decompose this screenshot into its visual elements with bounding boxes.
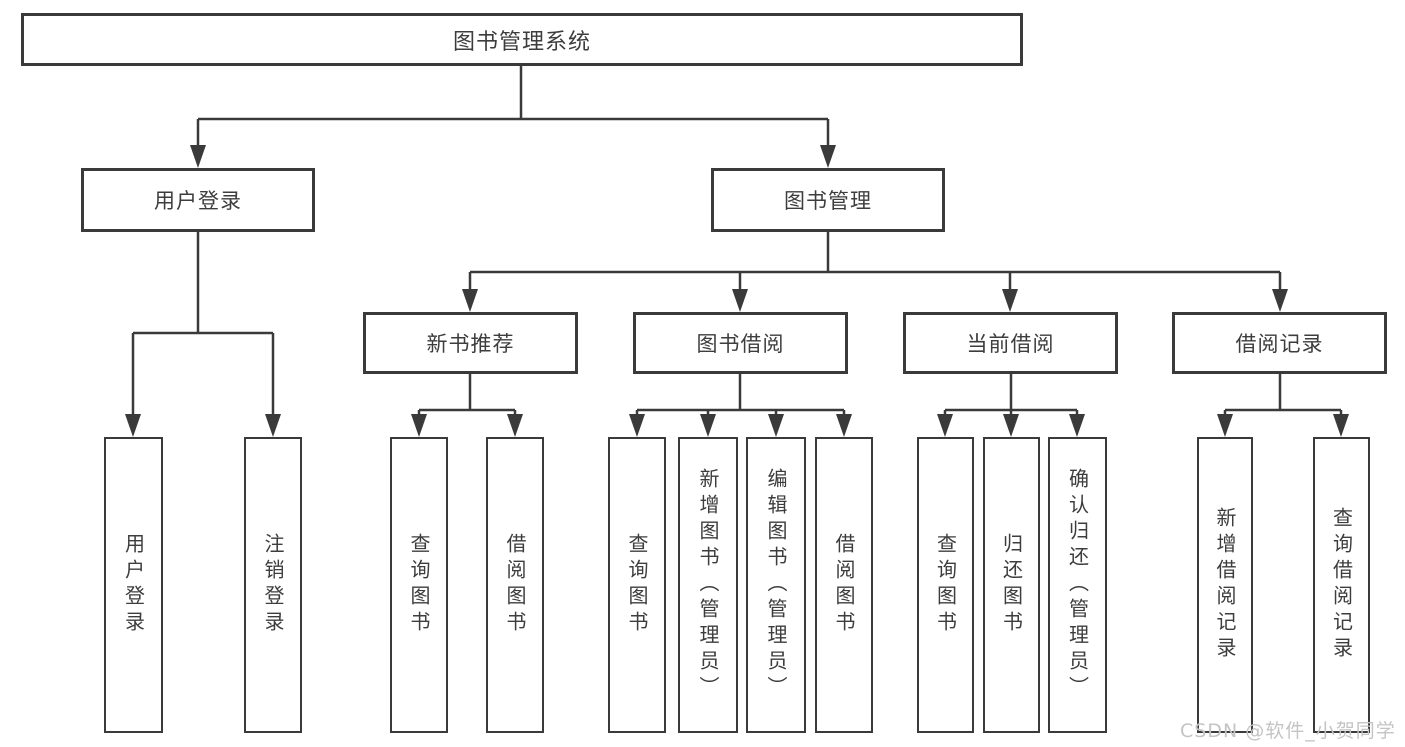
leaf-add-book-admin: 新增图书（管理员） <box>678 437 738 733</box>
csdn-watermark: CSDN @软件_小贺同学 <box>1180 720 1396 742</box>
leaf-confirm-return-admin: 确认归还（管理员） <box>1048 437 1107 733</box>
leaf-borrow-books-label: 借阅图书 <box>832 533 856 637</box>
leaf-add-borrow-record-label: 新增借阅记录 <box>1213 507 1237 663</box>
node-current-borrow-label: 当前借阅 <box>966 332 1055 356</box>
leaf-borrow-books-recommend-label: 借阅图书 <box>503 533 527 637</box>
node-current-borrow: 当前借阅 <box>903 312 1118 374</box>
leaf-return-book: 归还图书 <box>983 437 1040 733</box>
node-library-management-system: 图书管理系统 <box>21 13 1023 66</box>
node-book-management: 图书管理 <box>711 168 945 232</box>
node-book-borrow: 图书借阅 <box>633 312 848 374</box>
leaf-return-book-label: 归还图书 <box>999 533 1024 637</box>
leaf-edit-book-admin: 编辑图书（管理员） <box>746 437 806 733</box>
leaf-query-borrow-record-label: 查询借阅记录 <box>1329 507 1354 663</box>
node-book-borrow-label: 图书借阅 <box>696 332 785 356</box>
node-borrow-records-label: 借阅记录 <box>1235 332 1324 356</box>
node-root-label: 图书管理系统 <box>452 29 591 55</box>
node-user-login-label: 用户登录 <box>154 189 242 213</box>
leaf-query-books-recommend-label: 查询图书 <box>407 533 431 637</box>
leaf-query-books-borrow: 查询图书 <box>608 437 666 733</box>
leaf-query-books-current: 查询图书 <box>917 437 974 733</box>
leaf-query-borrow-record: 查询借阅记录 <box>1313 437 1370 733</box>
leaf-edit-book-admin-label: 编辑图书（管理员） <box>764 468 788 702</box>
leaf-query-books-borrow-label: 查询图书 <box>625 533 649 637</box>
leaf-query-books-current-label: 查询图书 <box>933 533 958 637</box>
leaf-query-books-recommend: 查询图书 <box>390 437 448 733</box>
arrowheads <box>125 145 1349 437</box>
node-new-book-recommend-label: 新书推荐 <box>426 332 515 356</box>
node-book-management-label: 图书管理 <box>784 189 872 213</box>
leaf-borrow-books-recommend: 借阅图书 <box>486 437 544 733</box>
leaf-confirm-return-admin-label: 确认归还（管理员） <box>1065 468 1090 702</box>
leaf-borrow-books: 借阅图书 <box>815 437 873 733</box>
node-new-book-recommend: 新书推荐 <box>363 312 578 374</box>
leaf-user-login-label: 用户登录 <box>121 533 146 637</box>
leaf-add-book-admin-label: 新增图书（管理员） <box>696 468 720 702</box>
node-borrow-records: 借阅记录 <box>1172 312 1387 374</box>
node-user-login: 用户登录 <box>81 168 315 232</box>
leaf-logout-label: 注销登录 <box>261 533 285 637</box>
leaf-user-login: 用户登录 <box>104 437 163 733</box>
leaf-add-borrow-record: 新增借阅记录 <box>1197 437 1253 733</box>
leaf-logout: 注销登录 <box>244 437 302 733</box>
